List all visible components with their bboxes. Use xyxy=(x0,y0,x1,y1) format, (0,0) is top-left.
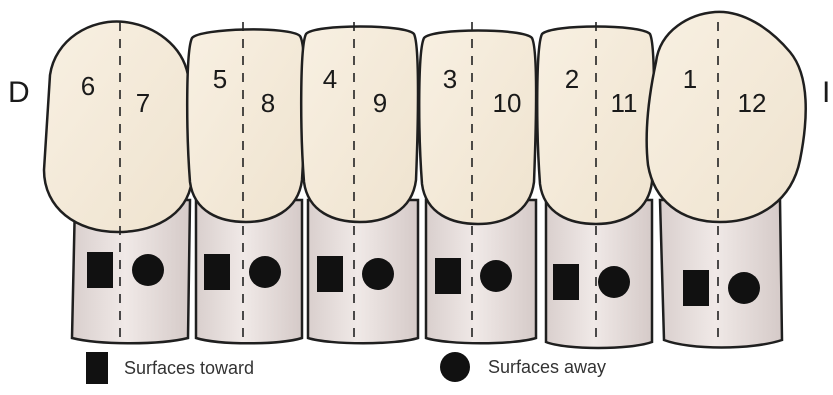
tooth-2: 58 xyxy=(187,22,305,343)
surface-away-marker xyxy=(362,258,394,290)
right-side-label: I xyxy=(822,76,830,110)
tooth-3: 49 xyxy=(301,22,418,343)
circle-marker-icon xyxy=(440,352,470,382)
tooth-top-number: 2 xyxy=(565,64,579,94)
legend-item-away: Surfaces away xyxy=(440,352,606,382)
surface-toward-marker xyxy=(204,254,230,290)
tooth-crown xyxy=(419,31,536,225)
tooth-bottom-number: 7 xyxy=(136,88,150,118)
square-marker-icon xyxy=(86,352,108,384)
surface-away-marker xyxy=(249,256,281,288)
tooth-bottom-number: 9 xyxy=(373,88,387,118)
surface-toward-marker xyxy=(317,256,343,292)
legend-label-toward: Surfaces toward xyxy=(124,358,254,379)
tooth-crown xyxy=(301,27,418,223)
tooth-top-number: 3 xyxy=(443,64,457,94)
tooth-5: 2 11 xyxy=(537,22,654,348)
tooth-crown xyxy=(44,22,192,232)
surface-away-marker xyxy=(598,266,630,298)
tooth-1: 67 xyxy=(44,22,192,344)
surface-away-marker xyxy=(132,254,164,286)
tooth-top-number: 6 xyxy=(81,71,95,101)
tooth-4: 3 10 xyxy=(419,22,536,343)
tooth-bottom-number: 11 xyxy=(611,88,638,118)
tooth-top-number: 4 xyxy=(323,64,337,94)
surface-away-marker xyxy=(728,272,760,304)
legend-label-away: Surfaces away xyxy=(488,357,606,378)
tooth-bottom-number: 8 xyxy=(261,88,275,118)
tooth-top-number: 1 xyxy=(683,64,697,94)
legend-item-toward: Surfaces toward xyxy=(86,352,254,384)
distal-side-label: D xyxy=(8,76,30,110)
tooth-6: 1 12 xyxy=(647,12,806,348)
surface-toward-marker xyxy=(683,270,709,306)
tooth-top-number: 5 xyxy=(213,64,227,94)
surface-toward-marker xyxy=(553,264,579,300)
surface-toward-marker xyxy=(87,252,113,288)
tooth-crown xyxy=(187,29,305,222)
tooth-bottom-number: 10 xyxy=(493,88,522,118)
tooth-bottom-number: 12 xyxy=(738,88,767,118)
surface-away-marker xyxy=(480,260,512,292)
surface-toward-marker xyxy=(435,258,461,294)
tooth-crown xyxy=(647,12,806,222)
